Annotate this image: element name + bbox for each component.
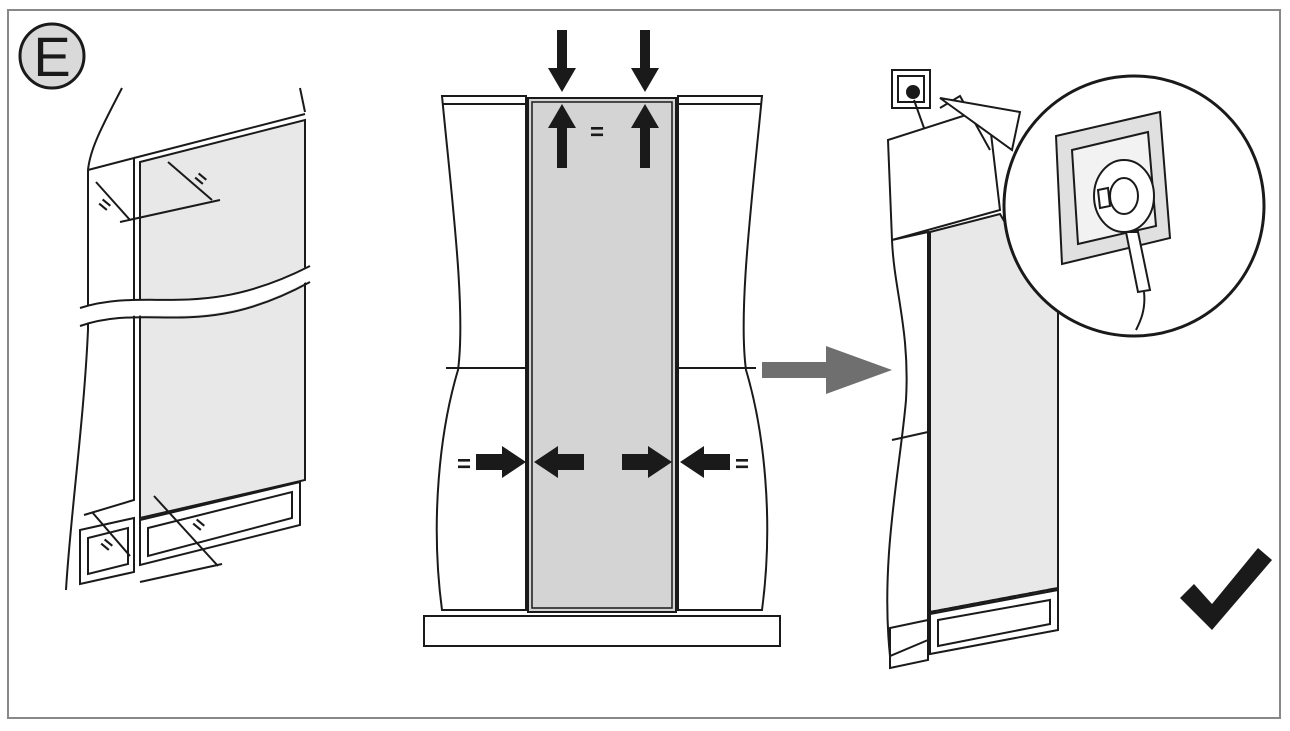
equal-mark-center-top: = [590,119,604,146]
left-side-panel [435,95,527,611]
down-arrow-right [631,30,659,92]
door-panel [139,118,306,520]
center-door-inner [531,101,673,609]
gap-arrow-top-left [95,181,131,221]
measure-line-top [119,199,221,223]
break-line-lower [79,281,311,327]
plug-face [1109,177,1139,215]
plug-small-cable [913,99,925,129]
side-plinth-inner [87,526,129,576]
cabinet-side-right-view [886,230,929,658]
center-top-arrows [548,30,659,168]
cabinet-left-edge [65,87,123,591]
right-arrow-left-gap [476,446,526,478]
cabinet-side-panel [83,156,135,516]
left-arrow-right-gap [680,446,730,478]
down-arrow-left [548,30,576,92]
up-arrow-right [631,104,659,168]
door-top-edge [133,113,306,159]
step-badge: E [18,22,86,90]
left-arrow-left-gap [534,446,584,478]
right-arrow-icon [762,346,892,394]
cabinet-top-block [886,106,1002,242]
break-band [80,265,310,325]
plinth-inner [147,490,293,558]
plinth-box [139,480,301,567]
right-plinth [929,588,1059,656]
center-side-arrows [476,446,730,478]
gap-arrow-bottom-left [91,511,131,557]
plug-cable [1135,291,1146,331]
gap-arrow-top-right [167,161,213,201]
socket-callout [939,74,1266,338]
equal-mark-center-left: = [457,451,471,478]
door-dashed-bottom [929,587,1059,613]
gap-arrow-bottom-right [153,495,219,567]
right-side-panel [677,95,769,611]
checkmark-icon [1180,548,1272,630]
left-panel-door-alignment [65,87,311,591]
center-panel-front-view [423,95,781,647]
letter-badge-icon [18,22,86,90]
plug-grip [1096,186,1112,210]
cabinet-top-edge [299,87,306,113]
plug-strain-relief [1124,231,1152,294]
step-badge-letter: E [33,25,70,88]
right-side-plinth [889,618,929,670]
up-arrow-left [548,104,576,168]
wall-socket-small-inner [897,75,925,103]
break-line-upper [79,265,311,309]
cabinet-side-split [891,431,929,441]
installed-door [929,212,1059,614]
center-door-panel [527,97,677,613]
equal-mark-center-right: = [735,451,749,478]
base-plinth [423,615,781,647]
right-arrow-right-gap [622,446,672,478]
plug-small [906,85,920,99]
left-panel-measure-arrows [91,161,223,583]
callout-pointer [939,97,1022,152]
power-plug-icon [1093,159,1155,331]
measure-line-bottom [139,563,223,583]
side-plinth-box [79,516,135,586]
right-panel-installed [886,69,1059,670]
right-plinth-inner [937,598,1051,648]
